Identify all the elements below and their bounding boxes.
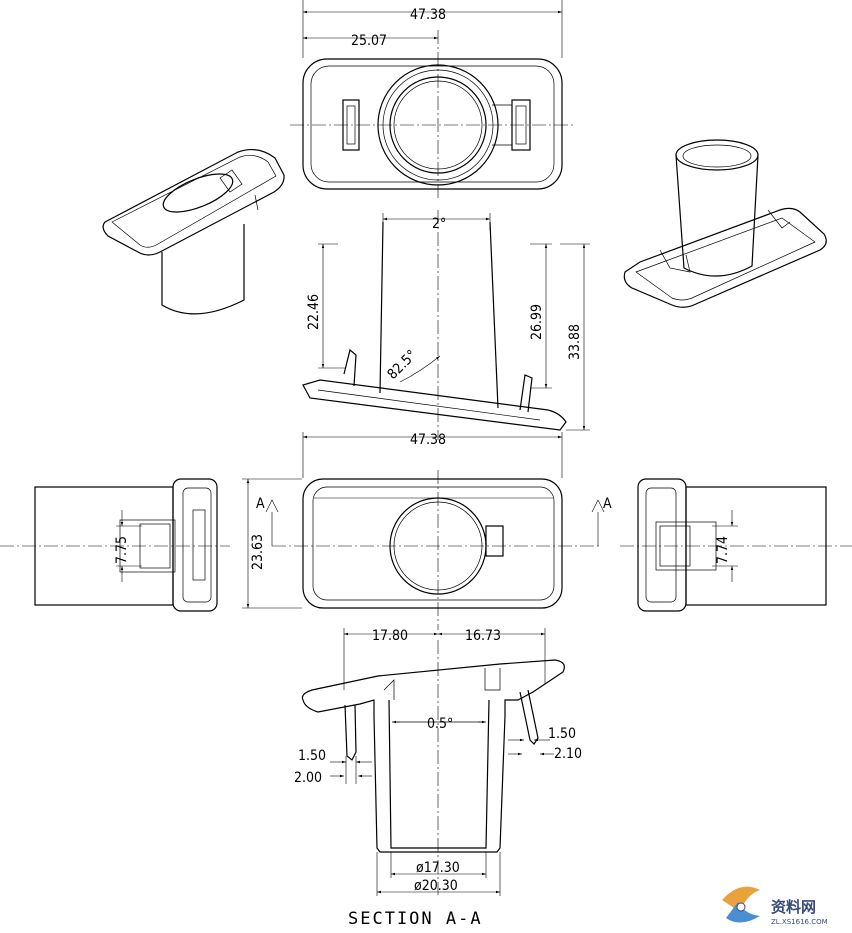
side-view [302, 210, 590, 440]
watermark-brand: 资料网 [771, 898, 816, 916]
dim-inner-dia: ø17.30 [416, 860, 460, 876]
dim-front-width: 47.38 [410, 432, 446, 448]
dim-wall-left-a: 1.50 [298, 748, 326, 764]
dim-angle-82: 82.5° [385, 347, 421, 383]
dim-height-33: 33.88 [567, 324, 583, 360]
watermark: 资料网 ZL.XS1616.COM [722, 886, 828, 926]
iso-view-right [623, 139, 827, 308]
dim-height-22: 22.46 [306, 294, 322, 330]
dim-section-left: 17.80 [372, 628, 408, 644]
dim-right: 7.74 [715, 536, 731, 564]
section-marker-left: A [256, 496, 265, 512]
dim-top-width: 47.38 [410, 7, 446, 23]
dim-wall-right-b: 2.10 [554, 746, 582, 762]
right-side-view [620, 478, 852, 612]
left-side-view [0, 478, 230, 612]
top-view [290, 0, 575, 200]
dim-draft-angle: 2° [432, 216, 446, 232]
dim-wall-left-b: 2.00 [294, 770, 322, 786]
dim-top-offset: 25.07 [351, 33, 387, 49]
watermark-url: ZL.XS1616.COM [771, 918, 828, 926]
dim-left: 7.75 [114, 536, 130, 564]
dim-outer-dia: ø20.30 [414, 878, 458, 894]
section-view [301, 628, 565, 896]
watermark-logo [722, 886, 760, 923]
section-title: SECTION A-A [348, 909, 483, 929]
dim-section-draft: 0.5° [427, 716, 453, 732]
dim-height-26: 26.99 [529, 304, 545, 340]
front-view [242, 432, 605, 630]
section-marker-right: A [603, 496, 612, 512]
dim-front-height: 23.63 [250, 534, 266, 570]
dim-section-right: 16.73 [465, 628, 501, 644]
iso-view-left [102, 148, 285, 315]
dim-wall-right-a: 1.50 [548, 726, 576, 742]
